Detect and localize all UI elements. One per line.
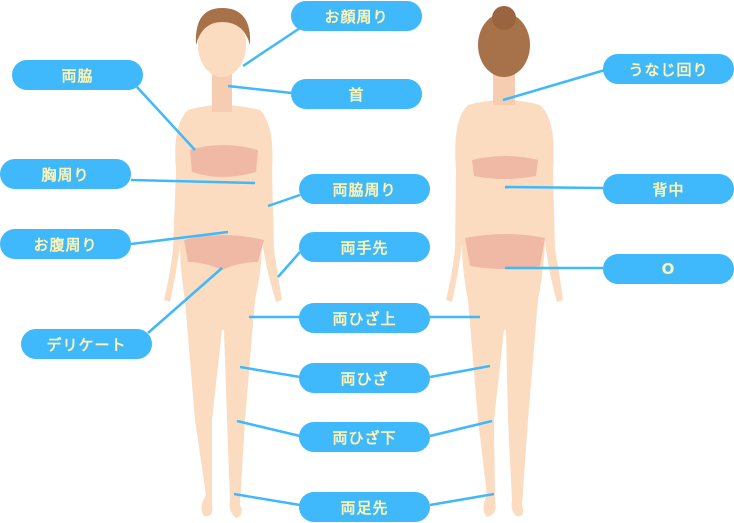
label-face[interactable]: お顔周り xyxy=(291,1,422,31)
label-neck[interactable]: 首 xyxy=(291,79,422,109)
label-back[interactable]: 背中 xyxy=(603,174,734,204)
label-nape[interactable]: うなじ回り xyxy=(603,54,734,84)
label-hands[interactable]: 両手先 xyxy=(299,232,430,262)
front-figure xyxy=(164,8,282,518)
label-chest[interactable]: 胸周り xyxy=(0,159,131,189)
label-below-knees[interactable]: 両ひざ下 xyxy=(299,422,430,452)
label-feet[interactable]: 両足先 xyxy=(299,492,430,522)
label-armpits[interactable]: 両脇 xyxy=(12,60,143,90)
back-figure xyxy=(446,6,563,517)
label-o-line[interactable]: O xyxy=(603,254,734,284)
label-underarm-area[interactable]: 両脇周り xyxy=(299,174,430,204)
label-belly[interactable]: お腹周り xyxy=(0,229,131,259)
label-delicate[interactable]: デリケート xyxy=(21,329,152,359)
label-above-knees[interactable]: 両ひざ上 xyxy=(299,303,430,333)
label-knees[interactable]: 両ひざ xyxy=(299,363,430,393)
